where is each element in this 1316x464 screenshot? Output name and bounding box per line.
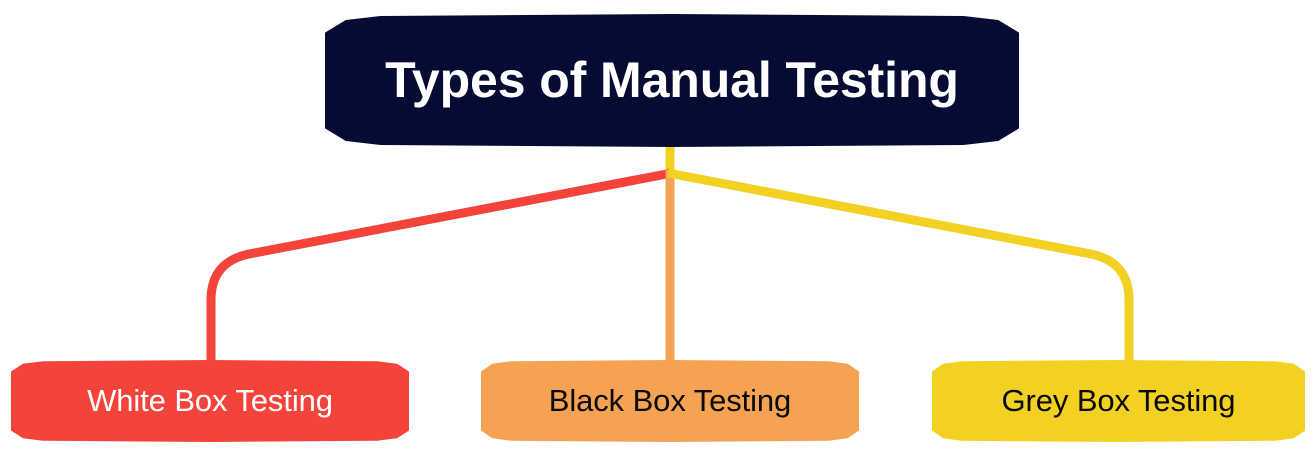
node-grey-box-label: Grey Box Testing xyxy=(1001,382,1236,418)
node-black-box-label: Black Box Testing xyxy=(548,382,792,418)
connector-to-white-box xyxy=(206,168,673,372)
node-white-box-testing[interactable]: White Box Testing xyxy=(11,360,409,442)
node-grey-box-testing[interactable]: Grey Box Testing xyxy=(932,360,1305,442)
connector-to-grey-box xyxy=(667,168,1134,372)
node-root-types-of-manual-testing[interactable]: Types of Manual Testing xyxy=(325,14,1019,147)
node-root-label: Types of Manual Testing xyxy=(385,51,959,108)
node-black-box-testing[interactable]: Black Box Testing xyxy=(481,360,859,442)
node-white-box-label: White Box Testing xyxy=(87,382,333,418)
